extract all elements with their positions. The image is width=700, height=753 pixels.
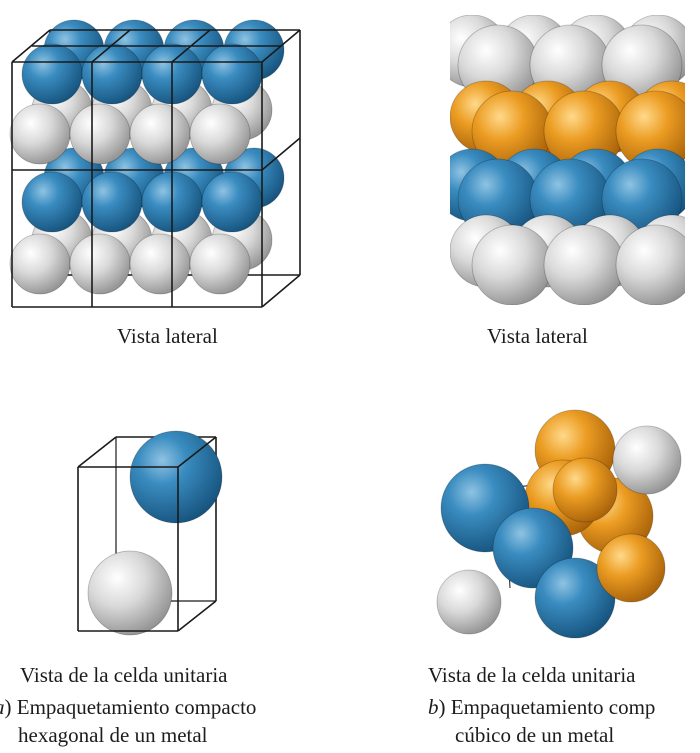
hcp-unit-cell-label: Vista de la celda unitaria — [20, 663, 228, 687]
ccp-caption-letter: b — [428, 695, 439, 719]
cell-edge — [177, 436, 217, 468]
white-sphere — [129, 103, 191, 165]
white-sphere — [69, 233, 131, 295]
white-sphere — [543, 224, 625, 305]
ccp-side-view-label: Vista lateral — [487, 324, 588, 348]
white-sphere — [9, 233, 71, 295]
white-sphere — [612, 425, 682, 495]
white-sphere — [436, 569, 502, 635]
white-sphere — [9, 103, 71, 165]
ccp-caption-line2: cúbico de un metal — [455, 723, 615, 747]
white-sphere — [471, 224, 553, 305]
cell-edge — [77, 436, 117, 468]
hcp-unit-cell — [68, 425, 238, 640]
white-sphere — [69, 103, 131, 165]
blue-sphere — [81, 171, 143, 233]
hcp-caption-letter: a — [0, 695, 5, 719]
cell-edge — [261, 137, 301, 171]
ccp-caption-line1: b) Empaquetamiento comp — [428, 694, 655, 720]
blue-sphere — [129, 430, 223, 524]
orange-sphere — [552, 457, 618, 523]
hcp-side-view — [0, 10, 320, 310]
blue-sphere — [201, 43, 263, 105]
blue-sphere — [21, 43, 83, 105]
hcp-caption-line1: a) Empaquetamiento compacto — [0, 694, 256, 720]
white-sphere — [129, 233, 191, 295]
ccp-unit-cell-label: Vista de la celda unitaria — [428, 663, 636, 687]
hcp-stacking-illustration — [9, 19, 301, 308]
cell-edge — [177, 600, 217, 632]
cell-edge — [261, 274, 301, 308]
blue-sphere — [81, 43, 143, 105]
hcp-side-view-label: Vista lateral — [117, 324, 218, 348]
ccp-unit-cell — [435, 398, 695, 648]
hcp-caption-line2: hexagonal de un metal — [18, 723, 208, 747]
hcp-unit-cell-illustration — [77, 430, 223, 636]
ccp-caption-text: ) Empaquetamiento comp — [438, 695, 656, 719]
white-sphere — [615, 224, 685, 305]
white-sphere — [87, 550, 173, 636]
white-sphere — [189, 103, 251, 165]
hcp-caption-text: ) Empaquetamiento compacto — [4, 695, 257, 719]
white-sphere — [189, 233, 251, 295]
ccp-stacking-illustration — [450, 15, 685, 305]
ccp-side-view — [450, 15, 685, 305]
ccp-unit-cell-illustration — [436, 409, 682, 639]
cell-edge — [11, 29, 51, 63]
orange-sphere — [596, 533, 666, 603]
blue-sphere — [201, 171, 263, 233]
blue-sphere — [21, 171, 83, 233]
